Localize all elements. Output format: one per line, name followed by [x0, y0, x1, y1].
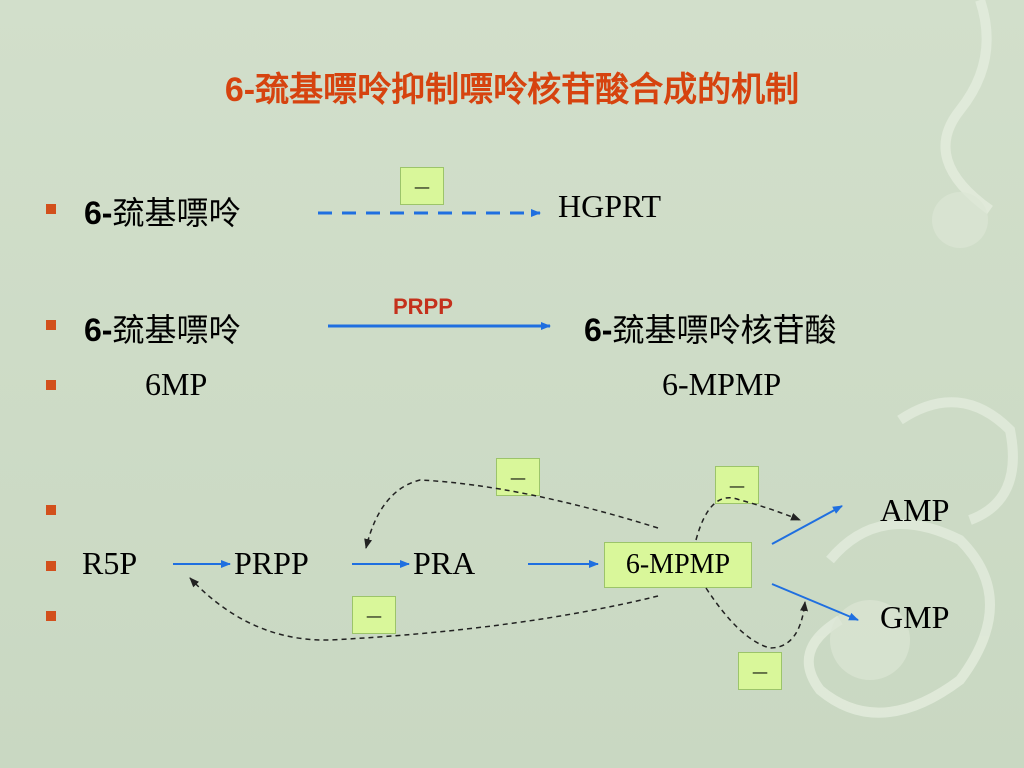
page-title: 6-巯基嘌呤抑制嘌呤核苷酸合成的机制	[0, 62, 1024, 111]
feedback-arrow-to-amp-step	[695, 497, 801, 541]
line1-target: HGPRT	[558, 188, 661, 224]
bullet-3	[46, 380, 56, 390]
line1-drug-number: 6-	[84, 195, 113, 231]
line2-drug-name: 巯基嘌呤	[112, 311, 241, 349]
line2-drug-number: 6-	[84, 312, 113, 348]
bullet-4	[46, 505, 56, 515]
feedback-arrow-to-prpp	[364, 479, 659, 549]
node-prpp: PRPP	[234, 545, 309, 581]
feedback-arrow-to-gmp-step	[705, 587, 809, 649]
bullet-5	[46, 561, 56, 571]
node-pra: PRA	[413, 545, 476, 581]
bullet-1	[46, 204, 56, 214]
title-prefix: 6-	[224, 71, 256, 109]
node-amp: AMP	[880, 492, 950, 528]
node-gmp: GMP	[880, 599, 950, 635]
line2-product-number: 6-	[584, 312, 613, 348]
line1-drug: 6-巯基嘌呤	[84, 188, 240, 234]
line1-drug-name: 巯基嘌呤	[112, 194, 241, 232]
line2-product: 6-巯基嘌呤核苷酸	[584, 305, 836, 351]
cofactor-label: PRPP	[393, 294, 453, 319]
bullet-6	[46, 611, 56, 621]
line2-drug: 6-巯基嘌呤	[84, 305, 240, 351]
feedback-arrow-to-r5p	[189, 577, 659, 641]
node-6-mpmp: 6-MPMP	[604, 542, 752, 588]
inhibit-mark-amp-branch: —	[715, 466, 759, 504]
inhibit-mark-prpp-amidotransferase: —	[496, 458, 540, 496]
inhibit-mark-prpp-synthetase: —	[352, 596, 396, 634]
bullet-2	[46, 320, 56, 330]
title-main: 巯基嘌呤抑制嘌呤核苷酸合成的机制	[255, 70, 800, 110]
abbr-6mpmp: 6-MPMP	[662, 366, 782, 402]
arrow-to-amp	[771, 505, 843, 545]
node-r5p: R5P	[82, 545, 138, 581]
arrow-to-gmp	[771, 583, 859, 621]
inhibit-mark-hgprt: —	[400, 167, 444, 205]
abbr-6mp: 6MP	[145, 366, 208, 402]
inhibit-mark-gmp-branch: —	[738, 652, 782, 690]
line2-product-name: 巯基嘌呤核苷酸	[612, 311, 837, 349]
